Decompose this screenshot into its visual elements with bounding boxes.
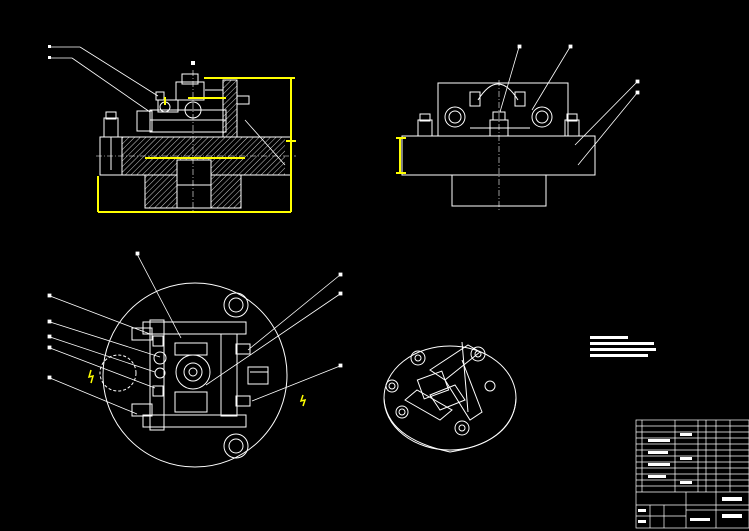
front-section-dimensions — [97, 77, 296, 213]
balloon-marker — [48, 45, 51, 48]
balloon-marker — [48, 56, 51, 59]
isometric-view — [383, 341, 517, 453]
side-view-leaders — [499, 44, 640, 166]
top-view — [99, 282, 288, 468]
cut-arrows — [87, 369, 307, 407]
title-block-fills — [638, 433, 742, 523]
title-block — [635, 419, 749, 529]
side-view-dimensions — [396, 137, 406, 174]
top-view-leaders — [47, 251, 343, 415]
front-section-view — [96, 70, 296, 212]
balloon-marker — [191, 61, 195, 65]
front-section-leaders — [50, 46, 286, 166]
side-view — [401, 80, 596, 210]
technical-notes — [590, 336, 656, 357]
